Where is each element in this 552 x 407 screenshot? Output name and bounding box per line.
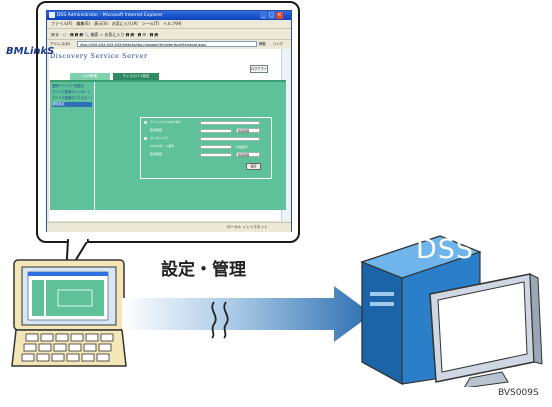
row2-label: 監視間隔 — [150, 128, 163, 132]
sidebar-item-import[interactable]: デバイス登録のインポート — [52, 90, 91, 94]
laptop-icon — [11, 259, 127, 367]
minimize-icon[interactable]: _ — [260, 12, 267, 19]
row5-label: 監視間隔 — [150, 152, 163, 156]
row3-input[interactable] — [200, 137, 260, 141]
status-zone: ローカル イントラネット — [227, 225, 268, 229]
ie-icon — [49, 12, 55, 18]
submit-button[interactable]: 設定 — [246, 163, 261, 170]
row1-input[interactable] — [200, 121, 260, 125]
brand-title: Discovery Service Server — [50, 52, 148, 60]
server-label: DSS — [416, 234, 475, 265]
row4-hint: (半角数字) — [235, 145, 249, 149]
logout-button[interactable]: ログアウト — [250, 65, 268, 73]
address-input[interactable]: http://XXX.XXX.XXX.XXX/dmbrks/dss-manage… — [77, 41, 257, 47]
figure-code: BVS009S — [498, 388, 539, 398]
connection-arrow — [122, 286, 372, 342]
menu-bar[interactable]: ファイル(F) 編集(E) 表示(V) お気に入り(A) ツール(T) ヘルプ(… — [47, 20, 291, 28]
server-computer-icon — [360, 235, 543, 387]
nav-underline — [50, 80, 286, 82]
bmlinks-logo: BMLinkS — [6, 46, 55, 57]
status-bar: ローカル イントラネット — [47, 222, 291, 232]
radio-policy[interactable] — [144, 137, 147, 140]
row2-unit-select[interactable]: 時間間隔 — [236, 128, 260, 133]
sidebar-item-export[interactable]: デバイス登録のエクスポート — [52, 96, 92, 100]
radio-one-to-one[interactable] — [144, 121, 147, 124]
browser-title: DSS Administrator - Microsoft Internet E… — [47, 11, 291, 20]
close-icon[interactable]: × — [276, 12, 283, 19]
sidebar-item-settings[interactable]: 通知設定 — [52, 102, 92, 107]
tab-dss-admin[interactable]: DSS管理 — [70, 73, 110, 80]
row4-input[interactable] — [200, 145, 232, 149]
sidebar-item-device-list[interactable]: 登録デバイス一覧表示 — [52, 84, 84, 88]
maximize-icon[interactable]: □ — [268, 12, 275, 19]
row2-input[interactable] — [200, 129, 232, 133]
row4-label: CDSのポート番号 — [150, 144, 175, 148]
go-button[interactable]: 移動 — [259, 42, 266, 46]
row3-label: ポリセンスチ — [150, 136, 168, 140]
row1-label: デバイスとDSSが1対1 — [150, 120, 181, 124]
links-label: リンク — [273, 42, 284, 46]
caption-text: 設定・管理 — [161, 260, 246, 280]
tab-discovery[interactable]: ディスカバリ設定 — [113, 73, 159, 80]
toolbar[interactable]: 戻る · ○ · 🖪 🖪 🖪 🔍 検索 ☆ お気に入り 🖪 🖪 · 🖪 ☰ · … — [47, 28, 291, 39]
row5-input[interactable] — [200, 153, 232, 157]
row5-unit-select[interactable]: 時間間隔 — [236, 152, 260, 157]
